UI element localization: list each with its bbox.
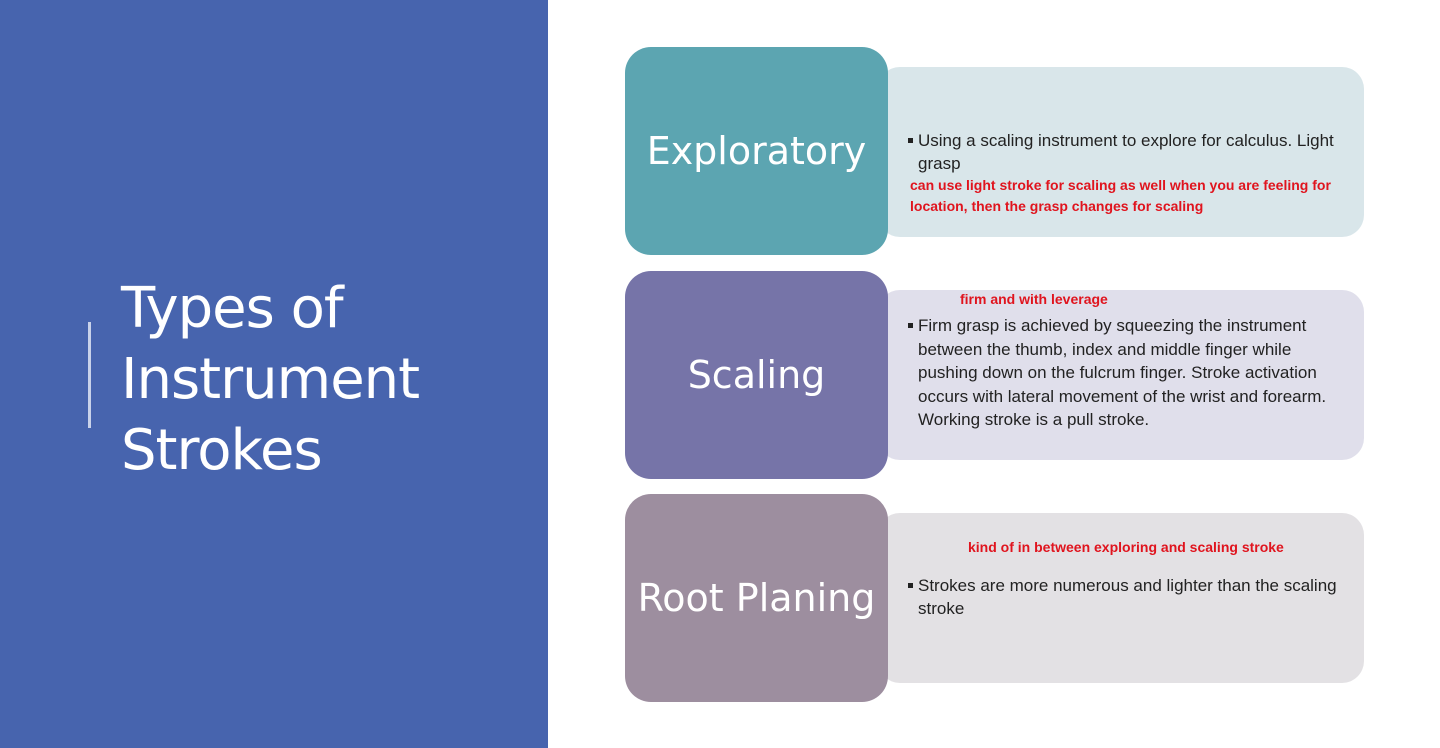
root-planing-note: kind of in between exploring and scaling…: [968, 539, 1284, 555]
exploratory-note: can use light stroke for scaling as well…: [910, 177, 1331, 214]
title-line-1: Types of: [121, 276, 344, 341]
root-planing-label-box: Root Planing: [625, 494, 888, 702]
title-panel: Types of Instrument Strokes: [0, 0, 548, 748]
scaling-bullet: Firm grasp is achieved by squeezing the …: [908, 314, 1346, 432]
scaling-description-box: firm and with leverage Firm grasp is ach…: [878, 290, 1364, 460]
title-line-2: Instrument: [121, 347, 420, 412]
scaling-note: firm and with leverage: [960, 291, 1108, 307]
scaling-label: Scaling: [687, 353, 826, 397]
exploratory-label-box: Exploratory: [625, 47, 888, 255]
title-line-3: Strokes: [121, 418, 323, 483]
exploratory-label: Exploratory: [646, 129, 867, 173]
exploratory-description-box: Using a scaling instrument to explore fo…: [878, 67, 1364, 237]
slide-title: Types of Instrument Strokes: [121, 273, 521, 486]
root-planing-label: Root Planing: [637, 576, 876, 620]
accent-line: [88, 322, 91, 428]
root-planing-description-box: kind of in between exploring and scaling…: [878, 513, 1364, 683]
scaling-label-box: Scaling: [625, 271, 888, 479]
root-planing-bullet: Strokes are more numerous and lighter th…: [908, 574, 1346, 620]
exploratory-bullet: Using a scaling instrument to explore fo…: [908, 129, 1346, 175]
